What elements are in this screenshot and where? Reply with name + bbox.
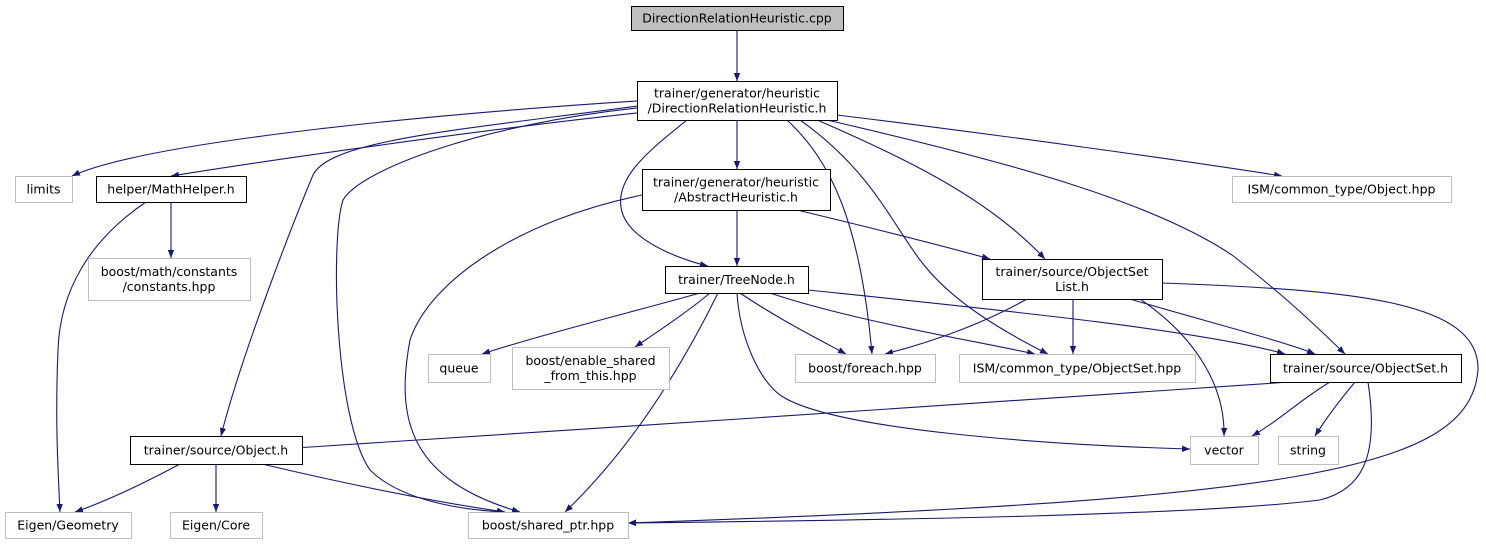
node-label: queue <box>439 361 478 376</box>
node-box <box>5 512 132 539</box>
node-label: trainer/source/ObjectSet <box>995 264 1148 279</box>
node-label: trainer/TreeNode.h <box>678 272 795 287</box>
node-foreach: boost/foreach.hpp <box>795 354 936 383</box>
node-label: trainer/generator/heuristic <box>653 175 819 190</box>
node-ismobjectset: ISM/common_type/ObjectSet.hpp <box>959 354 1196 383</box>
node-box <box>88 258 251 301</box>
edge-drh-to-mathhelper <box>170 112 638 178</box>
edge-osetlist-to-sharedptr <box>627 282 1479 526</box>
edge-drh-to-limits <box>71 100 638 177</box>
edge-abstract-to-sharedptr <box>404 194 643 513</box>
edge-objecth-to-geometry <box>74 463 181 513</box>
node-box <box>1270 354 1462 383</box>
node-constants: boost/math/constants/constants.hpp <box>88 258 251 301</box>
edge-drh-to-sharedptr <box>335 107 638 515</box>
node-label: vector <box>1204 443 1245 458</box>
edge-abstract-to-osetlist <box>796 209 991 260</box>
node-label: boost/shared_ptr.hpp <box>482 518 614 533</box>
edge-drh-to-osetlist <box>816 119 1046 260</box>
edge-drh-to-ismobject <box>836 114 1283 178</box>
node-label: ISM/common_type/ObjectSet.hpp <box>973 361 1182 376</box>
node-mathhelper[interactable]: helper/MathHelper.h <box>96 176 247 203</box>
node-label: trainer/source/Object.h <box>144 443 288 458</box>
node-label: string <box>1290 443 1326 458</box>
node-queue: queue <box>428 354 491 383</box>
node-label: boost/math/constants <box>101 264 238 279</box>
node-label: limits <box>26 182 60 197</box>
node-box <box>982 259 1163 300</box>
node-box <box>130 436 303 465</box>
node-box <box>1232 176 1452 203</box>
edge-mathhelper-to-geometry <box>56 201 147 513</box>
node-abstract[interactable]: trainer/generator/heuristic/AbstractHeur… <box>642 169 831 211</box>
node-box <box>959 354 1196 383</box>
edge-objectset-to-vector <box>1251 381 1331 437</box>
edge-drh-to-foreach <box>786 119 875 355</box>
node-label: trainer/source/ObjectSet.h <box>1283 361 1448 376</box>
node-geometry: Eigen/Geometry <box>5 512 132 539</box>
node-drh[interactable]: trainer/generator/heuristic/DirectionRel… <box>637 81 838 121</box>
node-label: ISM/common_type/Object.hpp <box>1248 182 1436 197</box>
node-box <box>468 512 629 539</box>
node-box <box>1190 436 1259 465</box>
edge-treenode-to-enableshared <box>634 292 711 348</box>
node-limits: limits <box>15 176 73 203</box>
node-box <box>631 6 844 31</box>
node-box <box>795 354 936 383</box>
edge-objecth-to-sharedptr <box>261 463 506 515</box>
node-treenode[interactable]: trainer/TreeNode.h <box>665 266 809 294</box>
node-cpp[interactable]: DirectionRelationHeuristic.cpp <box>631 6 844 31</box>
edge-treenode-to-ismobjectset <box>769 292 1036 356</box>
edge-drh-to-treenode <box>620 119 709 268</box>
node-core: Eigen/Core <box>170 512 263 539</box>
node-box <box>428 354 491 383</box>
node-box <box>15 176 73 203</box>
node-label: Eigen/Core <box>182 518 250 533</box>
edges-layer <box>56 30 1479 527</box>
node-label: trainer/generator/heuristic <box>654 86 820 101</box>
node-box <box>170 512 263 539</box>
node-box <box>637 81 838 121</box>
edge-objectset-to-string <box>1314 381 1356 437</box>
edge-objectset-to-sharedptr <box>627 381 1372 527</box>
node-ismobject: ISM/common_type/Object.hpp <box>1232 176 1452 203</box>
node-label: Eigen/Geometry <box>17 518 119 533</box>
edge-treenode-to-foreach <box>739 292 847 355</box>
node-label: _from_this.hpp <box>543 368 636 383</box>
edge-treenode-to-sharedptr <box>564 292 719 513</box>
node-string: string <box>1278 436 1339 465</box>
node-box <box>665 266 809 294</box>
edge-drh-to-objectset <box>826 119 1346 355</box>
node-box <box>512 347 670 390</box>
node-vector: vector <box>1190 436 1259 465</box>
node-label: List.h <box>1055 279 1089 294</box>
node-objecth[interactable]: trainer/source/Object.h <box>130 436 303 465</box>
node-box <box>96 176 247 203</box>
edge-drh-to-ismobjectset <box>799 119 1049 355</box>
node-label: helper/MathHelper.h <box>107 182 234 197</box>
edge-objectset-to-objecth <box>294 381 1291 451</box>
edge-treenode-to-queue <box>481 292 701 355</box>
node-label: boost/foreach.hpp <box>808 361 922 376</box>
node-label: /DirectionRelationHeuristic.h <box>648 101 827 116</box>
edge-osetlist-to-vector <box>1139 298 1228 437</box>
node-objectset[interactable]: trainer/source/ObjectSet.h <box>1270 354 1462 383</box>
edge-osetlist-to-objectset <box>1129 298 1316 355</box>
edge-osetlist-to-foreach <box>884 298 1028 356</box>
node-label: DirectionRelationHeuristic.cpp <box>642 11 832 26</box>
node-label: boost/enable_shared <box>525 353 655 368</box>
nodes-layer: DirectionRelationHeuristic.cpp trainer/ge… <box>5 6 1462 539</box>
node-box <box>1278 436 1339 465</box>
node-enableshared: boost/enable_shared_from_this.hpp <box>512 347 670 390</box>
edge-treenode-to-objectset <box>807 289 1286 355</box>
edge-drh-to-objecth <box>219 105 638 437</box>
node-sharedptr: boost/shared_ptr.hpp <box>468 512 629 539</box>
node-label: /constants.hpp <box>123 279 216 294</box>
node-label: /AbstractHeuristic.h <box>674 190 798 205</box>
node-box <box>642 169 831 211</box>
